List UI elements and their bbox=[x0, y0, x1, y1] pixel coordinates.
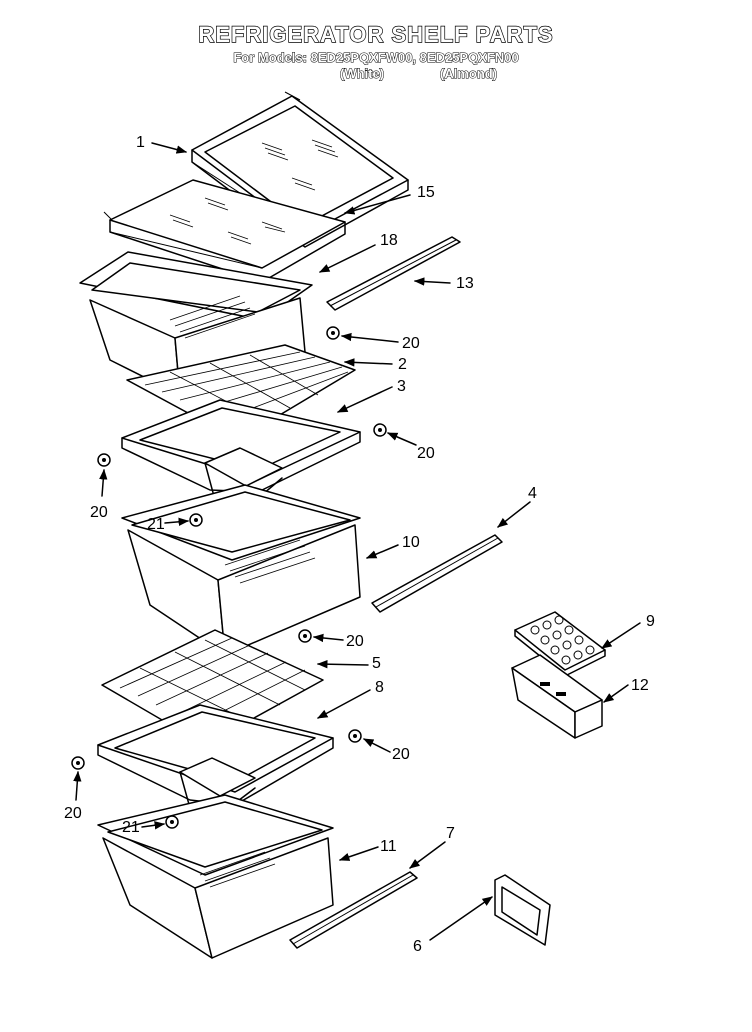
callout-6: 6 bbox=[413, 938, 422, 955]
callout-5: 5 bbox=[372, 655, 381, 672]
fastener-20-c bbox=[97, 453, 111, 467]
diagram-header: REFRIGERATOR SHELF PARTS For Models: 8ED… bbox=[0, 0, 752, 90]
callout-21-b: 21 bbox=[122, 819, 140, 836]
callout-20-c: 20 bbox=[90, 504, 108, 521]
part-1-glass-shelf bbox=[191, 91, 409, 248]
callout-15: 15 bbox=[417, 184, 435, 201]
fastener-20-b bbox=[373, 423, 387, 437]
part-12-storage-bin bbox=[511, 654, 603, 739]
part-4-trim-bar bbox=[371, 534, 503, 613]
callout-2: 2 bbox=[398, 356, 407, 373]
fastener-20-d bbox=[298, 629, 312, 643]
callout-10: 10 bbox=[402, 534, 420, 551]
callout-11: 11 bbox=[380, 838, 397, 855]
callout-7: 7 bbox=[446, 825, 455, 842]
part-3-drawer-cover bbox=[121, 399, 361, 506]
callout-3: 3 bbox=[397, 378, 406, 395]
callout-12: 12 bbox=[631, 677, 649, 694]
fastener-21-a bbox=[189, 513, 203, 527]
callout-18: 18 bbox=[380, 232, 398, 249]
part-10-crisper-drawer bbox=[121, 484, 361, 656]
leader-lines bbox=[73, 142, 641, 941]
callout-20-f: 20 bbox=[64, 805, 82, 822]
part-13-trim-bar bbox=[326, 236, 461, 311]
part-11-crisper-drawer bbox=[97, 794, 334, 959]
callout-20-d: 20 bbox=[346, 633, 364, 650]
callout-8: 8 bbox=[375, 679, 384, 696]
callout-1: 1 bbox=[136, 134, 145, 151]
part-15-glass-shelf bbox=[103, 179, 346, 283]
fastener-20-e bbox=[348, 729, 362, 743]
callout-13: 13 bbox=[456, 275, 474, 292]
callout-21-a: 21 bbox=[147, 516, 165, 533]
part-8-drawer-cover bbox=[97, 704, 334, 814]
fastener-20-a bbox=[326, 326, 340, 340]
variant-white: (White) bbox=[339, 66, 385, 82]
fastener-21-b bbox=[165, 815, 179, 829]
callout-4: 4 bbox=[528, 485, 537, 502]
callout-20-a: 20 bbox=[402, 335, 420, 352]
fastener-20-f bbox=[71, 756, 85, 770]
diagram-title: REFRIGERATOR SHELF PARTS bbox=[198, 21, 554, 47]
part-7-trim-bar bbox=[289, 871, 418, 949]
callout-20-b: 20 bbox=[417, 445, 435, 462]
model-numbers: For Models: 8ED25PQXFW00, 8ED25PQXFN00 bbox=[233, 50, 519, 66]
callout-9: 9 bbox=[646, 613, 655, 630]
variant-almond: (Almond) bbox=[439, 66, 498, 82]
part-6-bracket bbox=[494, 874, 551, 946]
callout-20-e: 20 bbox=[392, 746, 410, 763]
